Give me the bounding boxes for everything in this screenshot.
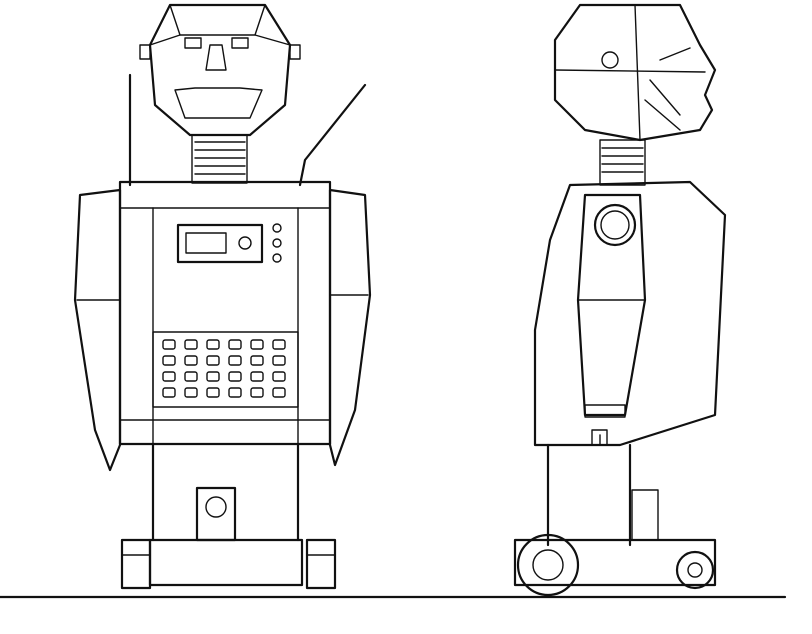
front-hatch	[195, 486, 237, 542]
side-arm	[576, 193, 647, 446]
keypad-key	[272, 355, 286, 366]
keypad-key	[206, 387, 220, 398]
keypad-key	[206, 371, 220, 382]
side-neck-spring	[599, 139, 646, 186]
front-view-robot	[73, 3, 372, 590]
keypad-key	[250, 371, 264, 382]
keypad-key	[272, 339, 286, 350]
keypad-key	[184, 371, 198, 382]
big-wheel	[516, 533, 580, 597]
keypad-key	[228, 387, 242, 398]
left-wing	[73, 188, 122, 472]
keypad-key	[228, 339, 242, 350]
right-antenna	[298, 83, 367, 187]
right-wing	[328, 188, 372, 467]
keypad-keys	[162, 339, 286, 398]
keypad	[152, 331, 299, 408]
nose	[205, 44, 227, 71]
left-wheel	[120, 538, 152, 590]
front-torso	[118, 180, 332, 446]
panel-button	[272, 238, 282, 248]
keypad-key	[250, 339, 264, 350]
keypad-key	[184, 355, 198, 366]
small-wheel	[675, 550, 715, 590]
ear	[601, 51, 619, 69]
keypad-key	[250, 355, 264, 366]
keypad-key	[162, 371, 176, 382]
keypad-key	[250, 387, 264, 398]
keypad-key	[206, 355, 220, 366]
side-view-robot	[513, 3, 727, 597]
keypad-key	[272, 371, 286, 382]
front-neck-spring	[191, 134, 248, 184]
front-lower-body	[120, 442, 337, 590]
keypad-key	[162, 387, 176, 398]
keypad-key	[184, 339, 198, 350]
display-screen	[185, 232, 227, 254]
keypad-key	[228, 371, 242, 382]
keypad-key	[162, 339, 176, 350]
right-wheel	[305, 538, 337, 590]
keypad-key	[228, 355, 242, 366]
keypad-key	[272, 387, 286, 398]
front-head	[139, 3, 301, 137]
left-eye	[184, 37, 202, 49]
display-panel	[176, 223, 264, 264]
keypad-key	[184, 387, 198, 398]
keypad-key	[162, 355, 176, 366]
side-torso	[533, 180, 727, 447]
keypad-key	[206, 339, 220, 350]
panel-button	[272, 253, 282, 263]
panel-button	[272, 223, 282, 233]
side-head	[553, 3, 717, 142]
side-lower-body	[513, 443, 717, 597]
right-eye	[231, 37, 249, 49]
